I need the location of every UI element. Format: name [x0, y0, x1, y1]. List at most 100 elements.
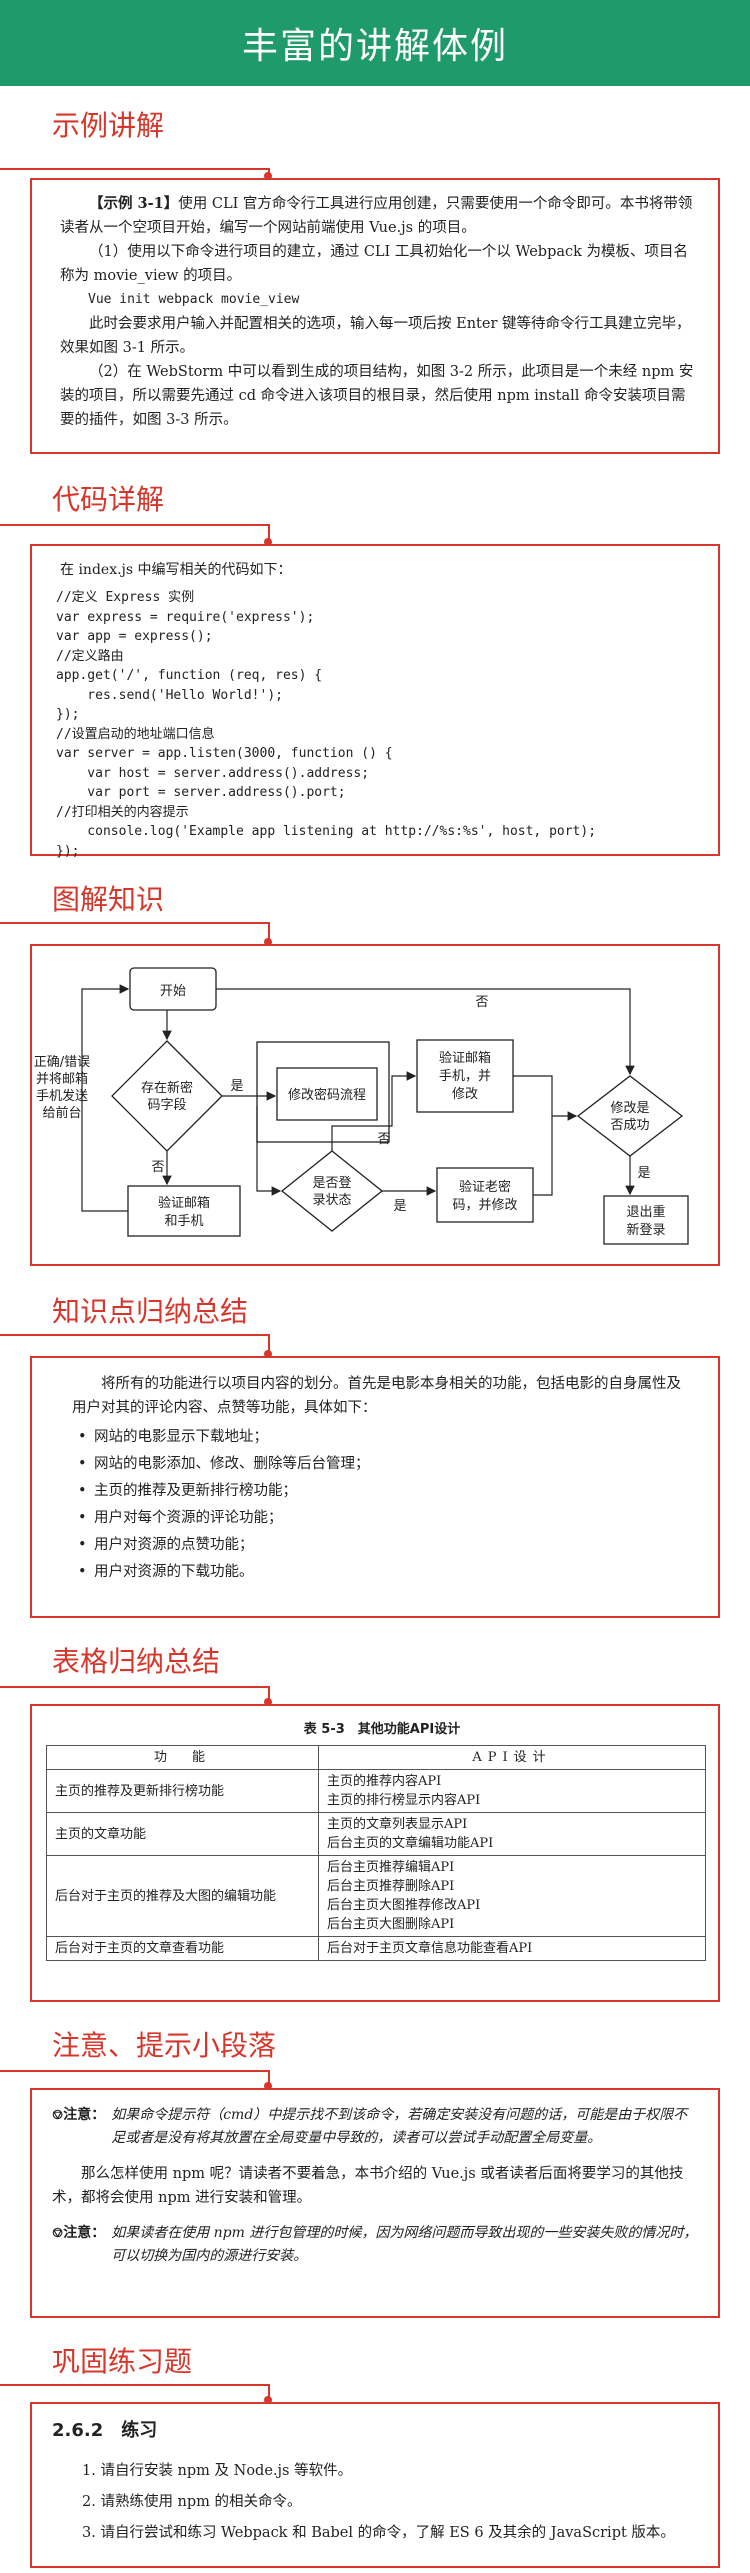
label-start: 开始 — [160, 984, 186, 999]
note-text: 如果读者在使用 npm 进行包管理的时候，因为网络问题而导致出现的一些安装失败的… — [111, 2225, 698, 2264]
exercise-list: 1. 请自行安装 npm 及 Node.js 等软件。 2. 请熟练使用 npm… — [52, 2456, 698, 2549]
api-line: 后台主页大图推荐修改API — [327, 1898, 481, 1913]
node-diamond-new-password — [111, 1040, 223, 1152]
list-item: 用户对资源的下载功能。 — [72, 1559, 694, 1586]
list-item: 3. 请自行尝试和练习 Webpack 和 Babel 的命令，了解 ES 6 … — [82, 2525, 675, 2541]
example-text: 使用 CLI 官方命令行工具进行应用创建，只需要使用一个命令即可。本书将带领读者… — [60, 196, 693, 236]
node-verify-old-password — [436, 1167, 534, 1223]
label-verify-old-line2: 码，并修改 — [452, 1198, 517, 1213]
note-label-text: 注意： — [63, 2107, 106, 2123]
api-line: 主页的推荐内容API — [327, 1774, 442, 1789]
connector-dot — [264, 1698, 272, 1706]
api-line: 后台主页推荐删除API — [327, 1879, 455, 1894]
label-verify-old-line1: 验证老密 — [459, 1179, 511, 1195]
table-header-row: 功 能 API设计 — [46, 1745, 706, 1770]
code-line: var app = express(); — [56, 629, 213, 644]
example-paragraph: （1）使用以下命令进行项目的建立，通过 CLI 工具初始化一个以 Webpack… — [60, 244, 689, 284]
note-text: 如果命令提示符（cmd）中提示找不到该命令，若确定安装没有问题的话，可能是由于权… — [111, 2107, 688, 2146]
diagram-box: 开始 存在新密 码字段 验证邮箱 和手机 修改密码流程 是否登 录状态 验证老密… — [30, 944, 720, 1266]
note-block: ⎊注意： 如果读者在使用 npm 进行包管理的时候，因为网络问题而导致出现的一些… — [52, 2222, 698, 2268]
table-header: API设计 — [318, 1745, 706, 1770]
connector-dot — [264, 938, 272, 946]
section-title-example: 示例讲解 — [52, 109, 165, 142]
code-line: //设置启动的地址端口信息 — [56, 726, 215, 742]
node-diamond-success — [576, 1075, 684, 1157]
label-d1-line1: 存在新密 — [141, 1080, 193, 1096]
connector-dot — [264, 2396, 272, 2404]
connector-dot — [264, 2082, 272, 2090]
section-title-table: 表格归纳总结 — [52, 1645, 221, 1678]
list-item: 2. 请熟练使用 npm 的相关命令。 — [82, 2494, 302, 2510]
list-item: 用户对资源的点赞功能； — [72, 1532, 694, 1559]
label-d3-line2: 否成功 — [610, 1118, 649, 1133]
api-line: 主页的文章列表显示API — [327, 1817, 468, 1832]
api-line: 后台主页大图删除API — [327, 1917, 455, 1932]
code-line: var host = server.address().address; — [56, 765, 370, 781]
code-line: }); — [56, 843, 80, 859]
label-verify2-line2: 手机，并 — [439, 1069, 491, 1084]
connector-dot — [264, 1350, 272, 1358]
label-yes: 是 — [637, 1166, 650, 1181]
label-yes: 是 — [230, 1079, 243, 1094]
section-connector — [0, 524, 270, 544]
table-cell: 主页的推荐及更新排行榜功能 — [46, 1769, 319, 1813]
note-middle-paragraph: 那么怎样使用 npm 呢？请读者不要着急，本书介绍的 Vue.js 或者读者后面… — [52, 2166, 684, 2206]
exercise-box: 2.6.2 练习 1. 请自行安装 npm 及 Node.js 等软件。 2. … — [30, 2402, 720, 2568]
api-line: 后台主页推荐编辑API — [327, 1860, 455, 1875]
label-logout-line1: 退出重 — [626, 1204, 665, 1220]
section-connector — [0, 1334, 270, 1356]
note-label: ⎊注意： — [52, 2222, 105, 2268]
node-diamond-logged-in — [280, 1150, 384, 1232]
section-connector — [0, 2070, 270, 2088]
section-connector — [0, 2384, 270, 2402]
notes-box: ⎊注意： 如果命令提示符（cmd）中提示找不到该命令，若确定安装没有问题的话，可… — [30, 2088, 720, 2318]
banner: 丰富的讲解体例 — [0, 0, 750, 86]
api-line: 主页的排行榜显示内容API — [327, 1793, 481, 1808]
label-no: 否 — [475, 995, 488, 1010]
code-intro: 在 index.js 中编写相关的代码如下： — [60, 562, 292, 578]
table-header: 功 能 — [46, 1745, 319, 1770]
label-logout-line2: 新登录 — [626, 1222, 665, 1238]
table-cell: 主页的文章功能 — [46, 1812, 319, 1856]
bell-icon: ⎊ — [52, 2225, 64, 2241]
node-change-password-flow — [256, 1041, 390, 1143]
table-cell: 后台对于主页文章信息功能查看API — [318, 1936, 706, 1961]
table-cell: 后台主页推荐编辑API 后台主页推荐删除API 后台主页大图推荐修改API 后台主页大… — [318, 1855, 706, 1937]
label-yes: 是 — [393, 1199, 406, 1214]
label-side-note-1: 正确/错误 — [34, 1055, 90, 1070]
section-title-exercise: 巩固练习题 — [52, 2345, 193, 2378]
example-paragraph: （2）在 WebStorm 中可以看到生成的项目结构，如图 3-2 所示，此项目… — [60, 364, 694, 428]
api-table: 功 能 API设计 主页的推荐及更新排行榜功能 主页的推荐内容API 主页的排行榜… — [46, 1745, 706, 1961]
label-d2-line2: 录状态 — [312, 1193, 351, 1208]
list-item: 主页的推荐及更新排行榜功能； — [72, 1478, 694, 1505]
section-connector — [0, 1686, 270, 1704]
table-cell: 后台对于主页的文章查看功能 — [46, 1936, 319, 1961]
section-title-notes: 注意、提示小段落 — [52, 2029, 277, 2062]
section-connector — [0, 168, 270, 178]
code-line: app.get('/', function (req, res) { — [56, 668, 323, 683]
example-box: 【示例 3-1】使用 CLI 官方命令行工具进行应用创建，只需要使用一个命令即可… — [30, 178, 720, 454]
note-block: ⎊注意： 如果命令提示符（cmd）中提示找不到该命令，若确定安装没有问题的话，可… — [52, 2104, 698, 2150]
section-title-diagram: 图解知识 — [52, 883, 165, 916]
summary-list: 网站的电影显示下载地址； 网站的电影添加、修改、删除等后台管理； 主页的推荐及更… — [72, 1424, 694, 1586]
label-verify1-line2: 和手机 — [164, 1214, 203, 1229]
code-line: res.send('Hello World!'); — [56, 687, 283, 703]
example-label: 【示例 3-1】 — [89, 195, 179, 212]
label-side-note-2: 并将邮箱 — [36, 1071, 88, 1087]
api-line: 后台对于主页文章信息功能查看API — [327, 1941, 533, 1956]
label-d2-line1: 是否登 — [312, 1176, 351, 1191]
summary-intro: 将所有的功能进行以项目内容的划分。首先是电影本身相关的功能，包括电影的自身属性及… — [72, 1376, 681, 1416]
code-line: //定义 Express 实例 — [56, 590, 195, 605]
node-logout — [603, 1195, 689, 1245]
label-side-note-3: 手机发送 — [36, 1088, 88, 1104]
table-cell: 主页的推荐内容API 主页的排行榜显示内容API — [318, 1769, 706, 1813]
label-change-flow: 修改密码流程 — [288, 1087, 366, 1103]
section-title-summary: 知识点归纳总结 — [52, 1295, 249, 1328]
exercise-heading: 2.6.2 练习 — [52, 2420, 158, 2441]
connector-dot — [264, 172, 272, 180]
flowchart: 开始 存在新密 码字段 验证邮箱 和手机 修改密码流程 是否登 录状态 验证老密… — [34, 967, 689, 1245]
table-row: 主页的推荐及更新排行榜功能 主页的推荐内容API 主页的排行榜显示内容API — [46, 1769, 706, 1813]
